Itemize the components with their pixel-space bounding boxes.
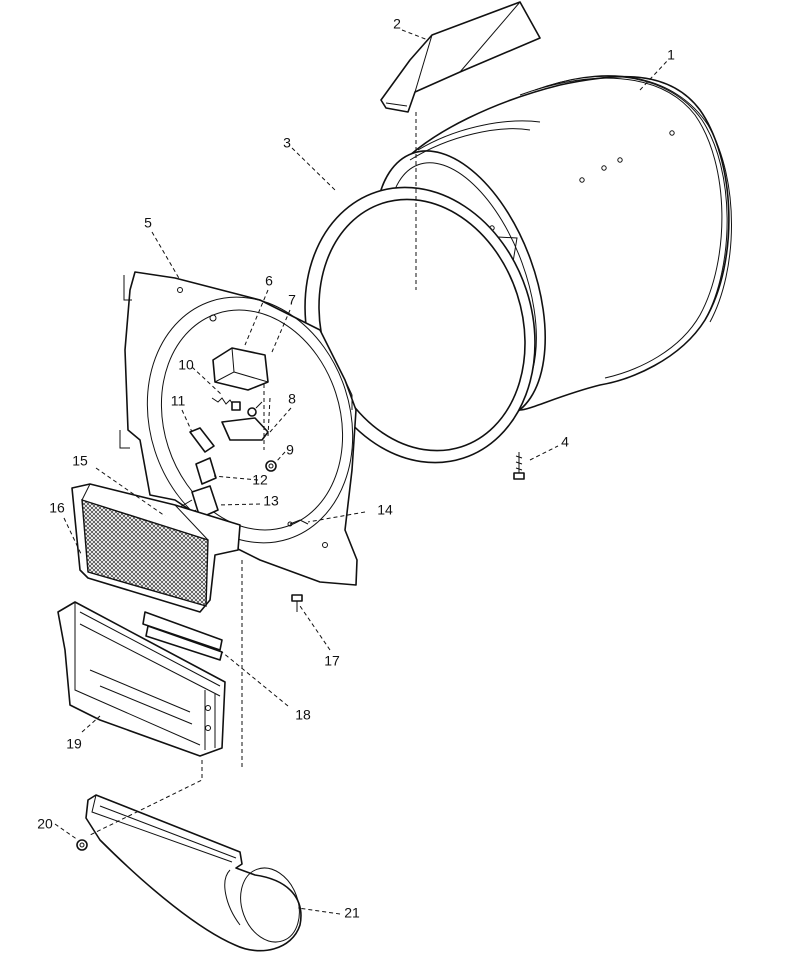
callout-2: 2: [393, 16, 401, 32]
part-screw-17: [291, 594, 303, 612]
callout-9: 9: [286, 442, 294, 458]
callout-1: 1: [667, 47, 675, 63]
part-lint-duct: [57, 601, 226, 757]
callout-7: 7: [288, 292, 296, 308]
callout-8: 8: [288, 391, 296, 407]
part-wire: [287, 519, 309, 527]
callout-15: 15: [72, 453, 88, 469]
part-screw-20: [76, 839, 88, 851]
callout-21: 21: [344, 905, 360, 921]
leader-lines: [54, 29, 669, 915]
callout-labels: 1 2 3 4 5 6 7 8 9 10 11 12 13 14 15 16 1…: [37, 16, 675, 921]
callout-20: 20: [37, 816, 53, 832]
part-baffle: [380, 1, 541, 113]
part-lint-screen: [71, 483, 241, 613]
callout-6: 6: [265, 273, 273, 289]
part-screw-4: [513, 452, 525, 480]
callout-11: 11: [171, 393, 186, 409]
assembly-lines: [89, 112, 417, 836]
part-strike: [221, 417, 269, 441]
callout-16: 16: [49, 500, 65, 516]
part-plate: [195, 457, 217, 485]
callout-3: 3: [283, 135, 291, 151]
callout-10: 10: [178, 357, 194, 373]
part-nut-9: [265, 460, 277, 472]
callout-13: 13: [263, 493, 279, 509]
part-exhaust-duct: [85, 794, 302, 952]
part-spring: [211, 397, 241, 411]
callout-12: 12: [252, 472, 268, 488]
callout-17: 17: [324, 653, 340, 669]
part-door-switch: [212, 347, 269, 391]
part-screw-7: [247, 401, 263, 417]
callout-19: 19: [66, 736, 82, 752]
callout-4: 4: [561, 434, 569, 450]
callout-5: 5: [144, 215, 152, 231]
part-seal-strip: [142, 611, 223, 661]
callout-18: 18: [295, 707, 311, 723]
callout-14: 14: [377, 502, 393, 518]
part-clip: [189, 427, 215, 453]
